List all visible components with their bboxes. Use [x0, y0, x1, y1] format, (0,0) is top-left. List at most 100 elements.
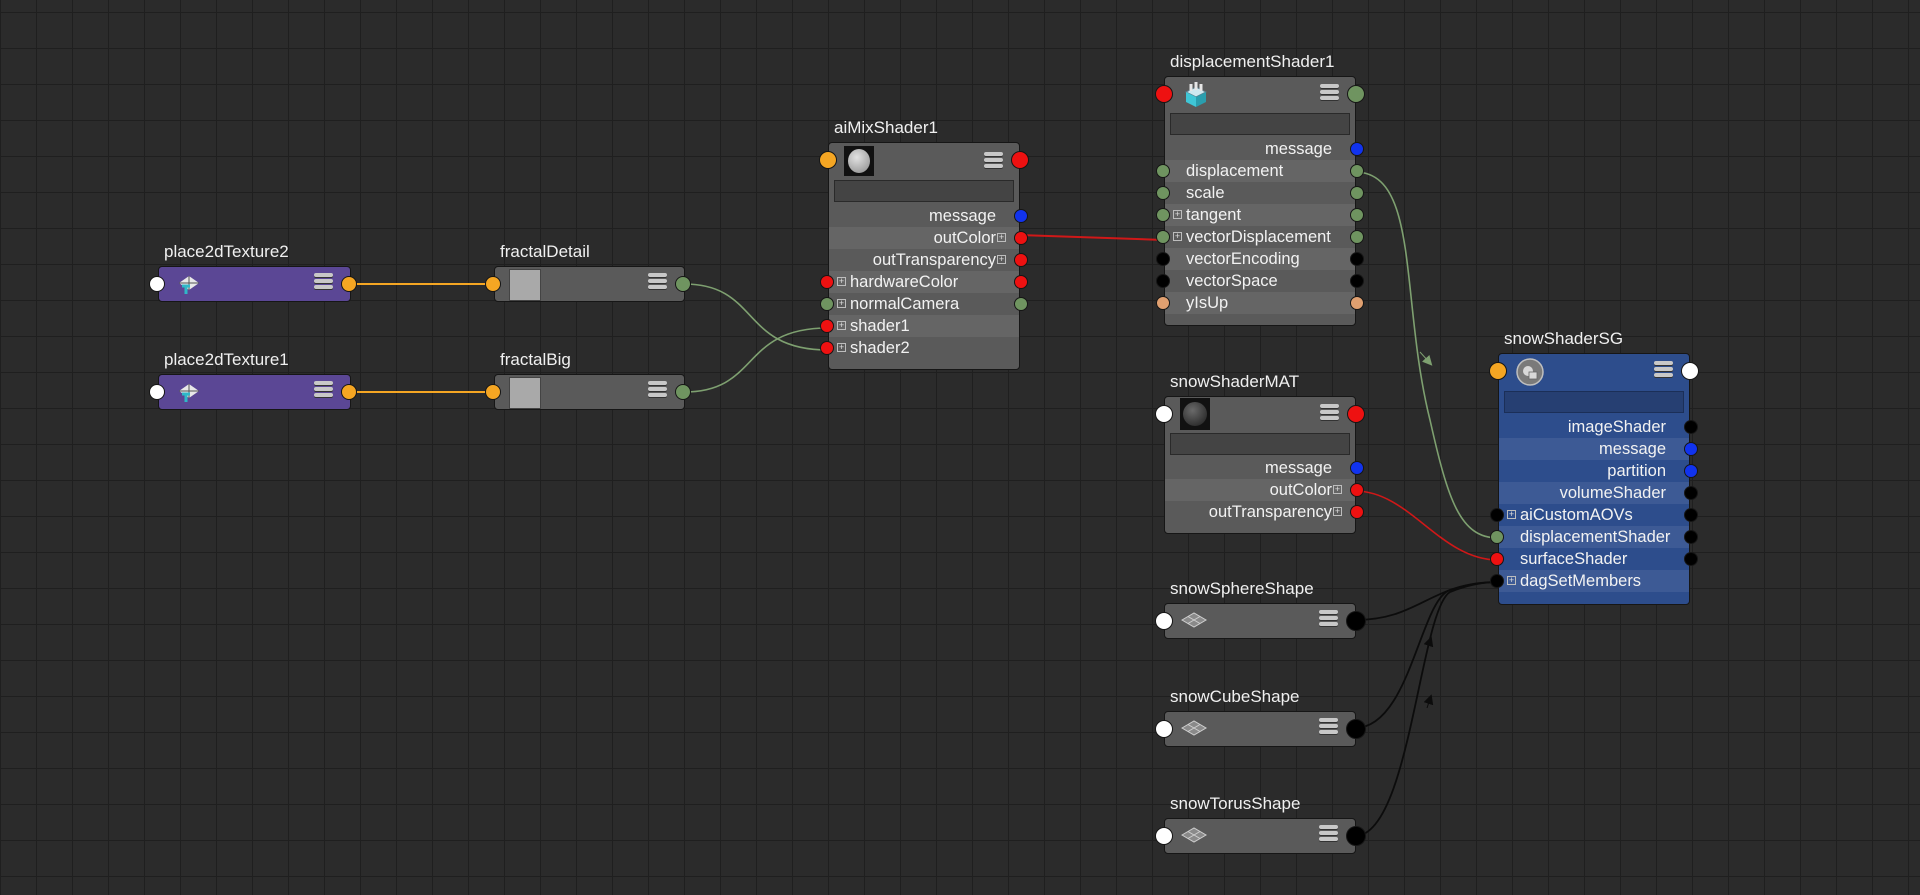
expand-icon[interactable]: +	[1333, 506, 1342, 516]
expand-icon[interactable]: +	[1173, 209, 1182, 219]
message-port[interactable]	[1684, 442, 1698, 456]
vectorDisplacement-in-port[interactable]	[1156, 230, 1170, 244]
message-port[interactable]	[1014, 209, 1028, 223]
node-snowCubeShape[interactable]: snowCubeShape	[1155, 687, 1366, 747]
shader2-in-port[interactable]	[820, 341, 834, 355]
node-snowTorusShape[interactable]: snowTorusShape	[1155, 794, 1366, 854]
input-port[interactable]	[819, 151, 837, 169]
node-menu-icon[interactable]	[1319, 610, 1338, 630]
name-field[interactable]	[1504, 391, 1684, 413]
node-menu-icon[interactable]	[984, 152, 1003, 172]
expand-icon[interactable]: +	[837, 276, 846, 286]
node-snowShaderMAT[interactable]: snowShaderMAT message outColor + outTran…	[1155, 372, 1365, 534]
node-menu-icon[interactable]	[1320, 84, 1339, 104]
expand-icon[interactable]: +	[1173, 231, 1182, 241]
vectorSpace-out-port[interactable]	[1350, 274, 1364, 288]
imageShader-port[interactable]	[1684, 420, 1698, 434]
hardwareColor-in-port[interactable]	[820, 275, 834, 289]
input-port[interactable]	[1155, 827, 1173, 845]
output-port[interactable]	[675, 276, 691, 292]
node-fractalBig[interactable]: fractalBig	[485, 350, 691, 410]
partition-port[interactable]	[1684, 464, 1698, 478]
name-field[interactable]	[834, 180, 1014, 202]
expand-icon[interactable]: +	[997, 254, 1006, 264]
input-port[interactable]	[485, 384, 501, 400]
node-menu-icon[interactable]	[314, 273, 333, 293]
displacement-in-port[interactable]	[1156, 164, 1170, 178]
output-port[interactable]	[1681, 362, 1699, 380]
output-port[interactable]	[341, 276, 357, 292]
input-port[interactable]	[485, 276, 501, 292]
expand-icon[interactable]: +	[1333, 484, 1342, 494]
output-port[interactable]	[1347, 405, 1365, 423]
node-place2dTexture2[interactable]: place2dTexture2	[149, 242, 357, 302]
dagSetMembers-in-port[interactable]	[1490, 574, 1504, 588]
output-port[interactable]	[1347, 85, 1365, 103]
input-port[interactable]	[1155, 612, 1173, 630]
aiCustomAOVs-in-port[interactable]	[1490, 508, 1504, 522]
node-menu-icon[interactable]	[1654, 361, 1673, 381]
message-port[interactable]	[1350, 142, 1364, 156]
input-port[interactable]	[1155, 405, 1173, 423]
outColor-port[interactable]	[1014, 231, 1028, 245]
vectorEncoding-in-port[interactable]	[1156, 252, 1170, 266]
node-menu-icon[interactable]	[1319, 718, 1338, 738]
surfaceShader-in-port[interactable]	[1490, 552, 1504, 566]
normalCamera-out-port[interactable]	[1014, 297, 1028, 311]
message-port[interactable]	[1350, 461, 1364, 475]
name-field[interactable]	[1170, 433, 1350, 455]
expand-icon[interactable]: +	[1507, 509, 1516, 519]
vectorDisplacement-out-port[interactable]	[1350, 230, 1364, 244]
vectorEncoding-out-port[interactable]	[1350, 252, 1364, 266]
displacementShader-in-port[interactable]	[1490, 530, 1504, 544]
node-snowShaderSG[interactable]: snowShaderSG imageShader message partiti…	[1489, 329, 1699, 605]
expand-icon[interactable]: +	[837, 298, 846, 308]
expand-icon[interactable]: +	[1507, 575, 1516, 585]
node-menu-icon[interactable]	[648, 273, 667, 293]
node-aiMixShader1[interactable]: aiMixShader1 message outColor + outTrans…	[819, 118, 1029, 370]
tangent-out-port[interactable]	[1350, 208, 1364, 222]
node-snowSphereShape[interactable]: snowSphereShape	[1155, 579, 1366, 639]
node-menu-icon[interactable]	[314, 381, 333, 401]
volumeShader-port[interactable]	[1684, 486, 1698, 500]
node-menu-icon[interactable]	[648, 381, 667, 401]
vectorSpace-in-port[interactable]	[1156, 274, 1170, 288]
attr-label: outTransparency	[1208, 503, 1332, 521]
input-port[interactable]	[149, 384, 165, 400]
normalCamera-in-port[interactable]	[820, 297, 834, 311]
node-fractalDetail[interactable]: fractalDetail	[485, 242, 691, 302]
yIsUp-out-port[interactable]	[1350, 296, 1364, 310]
output-port[interactable]	[1346, 611, 1366, 631]
name-field[interactable]	[1170, 113, 1350, 135]
scale-out-port[interactable]	[1350, 186, 1364, 200]
scale-in-port[interactable]	[1156, 186, 1170, 200]
input-port[interactable]	[1489, 362, 1507, 380]
expand-icon[interactable]: +	[837, 320, 846, 330]
surfaceShader-out-port[interactable]	[1684, 552, 1698, 566]
tangent-in-port[interactable]	[1156, 208, 1170, 222]
outTransparency-port[interactable]	[1350, 505, 1364, 519]
output-port[interactable]	[341, 384, 357, 400]
input-port[interactable]	[149, 276, 165, 292]
output-port[interactable]	[1346, 719, 1366, 739]
expand-icon[interactable]: +	[837, 342, 846, 352]
node-displacementShader1[interactable]: displacementShader1 message displacement…	[1155, 52, 1365, 326]
output-port[interactable]	[675, 384, 691, 400]
node-place2dTexture1[interactable]: place2dTexture1	[149, 350, 357, 410]
outTransparency-port[interactable]	[1014, 253, 1028, 267]
output-port[interactable]	[1011, 151, 1029, 169]
input-port[interactable]	[1155, 720, 1173, 738]
displacement-out-port[interactable]	[1350, 164, 1364, 178]
expand-icon[interactable]: +	[997, 232, 1006, 242]
output-port[interactable]	[1346, 826, 1366, 846]
yIsUp-in-port[interactable]	[1156, 296, 1170, 310]
attr-message: message	[1165, 138, 1364, 160]
node-menu-icon[interactable]	[1319, 825, 1338, 845]
outColor-port[interactable]	[1350, 483, 1364, 497]
shader1-in-port[interactable]	[820, 319, 834, 333]
input-port[interactable]	[1155, 85, 1173, 103]
aiCustomAOVs-out-port[interactable]	[1684, 508, 1698, 522]
displacementShader-out-port[interactable]	[1684, 530, 1698, 544]
hardwareColor-out-port[interactable]	[1014, 275, 1028, 289]
node-menu-icon[interactable]	[1320, 404, 1339, 424]
